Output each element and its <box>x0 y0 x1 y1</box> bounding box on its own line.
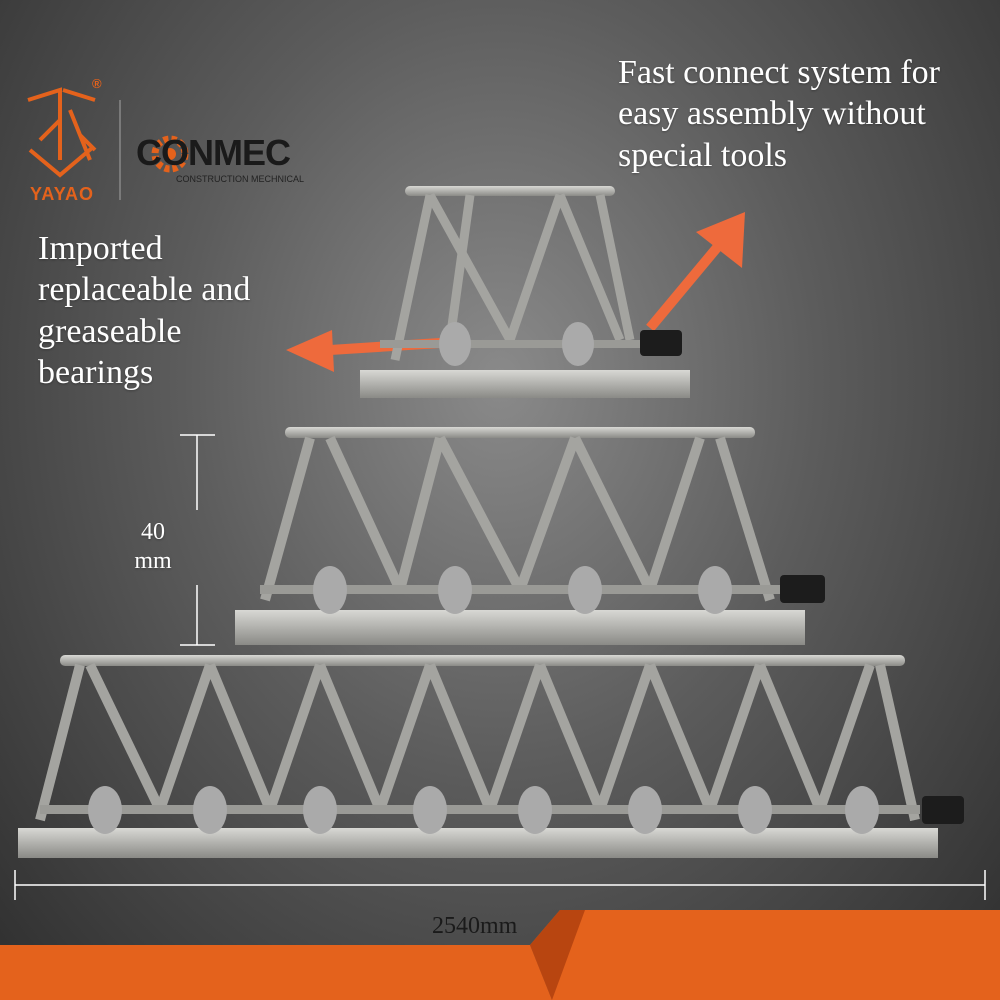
small-truss <box>360 186 690 398</box>
length-dimension-label: 2540mm <box>432 913 518 939</box>
fast-connect-caption: Fast connect system for easy assembly wi… <box>618 54 940 174</box>
height-dimension-label: 40 mm <box>134 519 172 575</box>
yayao-registered-mark: ® <box>92 76 102 91</box>
conmec-subtitle: CONSTRUCTION MECHNICAL <box>176 174 305 184</box>
bearings-caption: Imported replaceable and greaseable bear… <box>38 230 251 392</box>
medium-truss <box>235 427 825 645</box>
large-truss <box>18 655 964 858</box>
conmec-logo-text: CONMEC <box>136 132 291 173</box>
yayao-logo-text: YAYAO <box>30 184 95 204</box>
